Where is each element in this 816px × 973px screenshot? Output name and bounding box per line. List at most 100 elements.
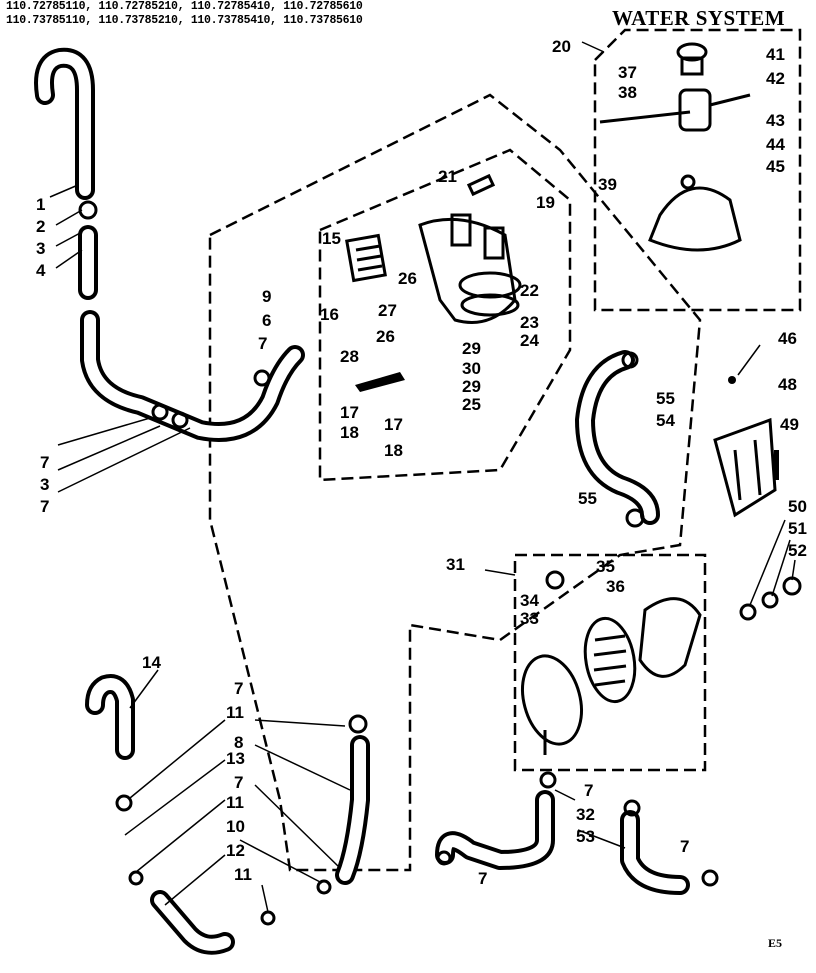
model-numbers-line-1: 110.72785110, 110.72785210, 110.72785410…: [6, 0, 363, 13]
callout-32: 32: [576, 805, 595, 824]
hoses: [34, 47, 690, 955]
clamp: [539, 771, 557, 789]
water-system-outline: [593, 28, 802, 312]
clamps: [78, 200, 802, 926]
callout-22: 22: [520, 281, 539, 300]
callout-26: 26: [398, 269, 417, 288]
callout-53: 53: [576, 827, 595, 846]
model-numbers-line-2: 110.73785110, 110.73785210, 110.73785410…: [6, 14, 363, 27]
model-numbers: 110.72785110, 110.72785210, 110.72785410…: [6, 0, 363, 28]
callout-7g: 7: [680, 837, 689, 856]
callout-4: 4: [36, 261, 46, 280]
water-valve: [599, 42, 751, 252]
callout-55: 55: [656, 389, 675, 408]
callout-20: 20: [552, 37, 571, 56]
callout-7: 7: [40, 453, 49, 472]
callout-3b: 3: [40, 475, 49, 494]
assembly-outlines: [208, 28, 802, 872]
callout-26b: 26: [376, 327, 395, 346]
callout-50: 50: [788, 497, 807, 516]
callout-31: 31: [446, 555, 465, 574]
bracket: [713, 376, 779, 518]
clamp: [782, 576, 802, 596]
diagram-title: WATER SYSTEM: [612, 6, 786, 30]
clamp: [739, 603, 757, 621]
clamp: [316, 879, 332, 895]
pump-assembly-outline: [208, 93, 702, 872]
callout-10: 10: [226, 817, 245, 836]
callout-24: 24: [520, 331, 539, 350]
callout-1: 1: [36, 195, 45, 214]
callout-9: 9: [262, 287, 271, 306]
clamp: [621, 351, 639, 369]
clamp: [436, 850, 452, 866]
callout-52: 52: [788, 541, 807, 560]
callout-3: 3: [36, 239, 45, 258]
clamp: [115, 794, 133, 812]
callout-41: 41: [766, 45, 785, 64]
callout-36: 36: [606, 577, 625, 596]
callout-35: 35: [596, 557, 615, 576]
clamp: [128, 870, 144, 886]
pump-body: [345, 173, 522, 392]
callout-7b: 7: [40, 497, 49, 516]
callout-54: 54: [656, 411, 675, 430]
callout-44: 44: [766, 135, 785, 154]
callout-7f: 7: [584, 781, 593, 800]
callout-18: 18: [340, 423, 359, 442]
callout-17: 17: [340, 403, 359, 422]
leader-lines: [49, 41, 796, 913]
callout-39: 39: [598, 175, 617, 194]
callout-7e: 7: [234, 773, 243, 792]
callout-42: 42: [766, 69, 785, 88]
callout-7c: 7: [258, 334, 267, 353]
callout-46: 46: [778, 329, 797, 348]
callout-13: 13: [226, 749, 245, 768]
callout-11b: 11: [226, 793, 244, 812]
callout-27: 27: [378, 301, 397, 320]
callout-43: 43: [766, 111, 785, 130]
clamp: [78, 200, 98, 220]
callout-30: 30: [462, 359, 481, 378]
callout-15: 15: [322, 229, 341, 248]
callout-6: 6: [262, 311, 271, 330]
clamp: [701, 869, 719, 887]
callout-11c: 11: [234, 865, 252, 884]
callout-33: 33: [520, 609, 539, 628]
callout-51: 51: [788, 519, 807, 538]
callout-12: 12: [226, 841, 245, 860]
clamp: [761, 591, 779, 609]
callout-28: 28: [340, 347, 359, 366]
callout-29: 29: [462, 339, 481, 358]
callout-25: 25: [462, 395, 481, 414]
callout-2: 2: [36, 217, 45, 236]
callout-34: 34: [520, 591, 539, 610]
callout-18b: 18: [384, 441, 403, 460]
callout-45: 45: [766, 157, 785, 176]
clamp: [260, 910, 276, 926]
clamp: [625, 508, 645, 528]
page-code: E5: [768, 936, 783, 950]
clamp: [348, 714, 368, 734]
filter-assembly-outline: [513, 553, 707, 772]
callout-29b: 29: [462, 377, 481, 396]
callout-11: 11: [226, 703, 244, 722]
callout-8: 8: [234, 733, 243, 752]
callout-49: 49: [780, 415, 799, 434]
clamp: [171, 411, 189, 429]
clamp: [151, 403, 169, 421]
callout-7h: 7: [478, 869, 487, 888]
callout-14: 14: [142, 653, 161, 672]
callout-19: 19: [536, 193, 555, 212]
callout-labels: 1 2 3 4 7 3 7 6 9 7 16 15 21 19 22 23 24…: [36, 37, 807, 888]
clamp: [253, 369, 271, 387]
callout-23: 23: [520, 313, 539, 332]
callout-37: 37: [618, 63, 637, 82]
callout-7d: 7: [234, 679, 243, 698]
callout-21: 21: [438, 167, 457, 186]
pump-inner-outline: [318, 148, 572, 482]
filter: [521, 570, 702, 755]
callout-16: 16: [320, 305, 339, 324]
clamp: [623, 799, 641, 817]
